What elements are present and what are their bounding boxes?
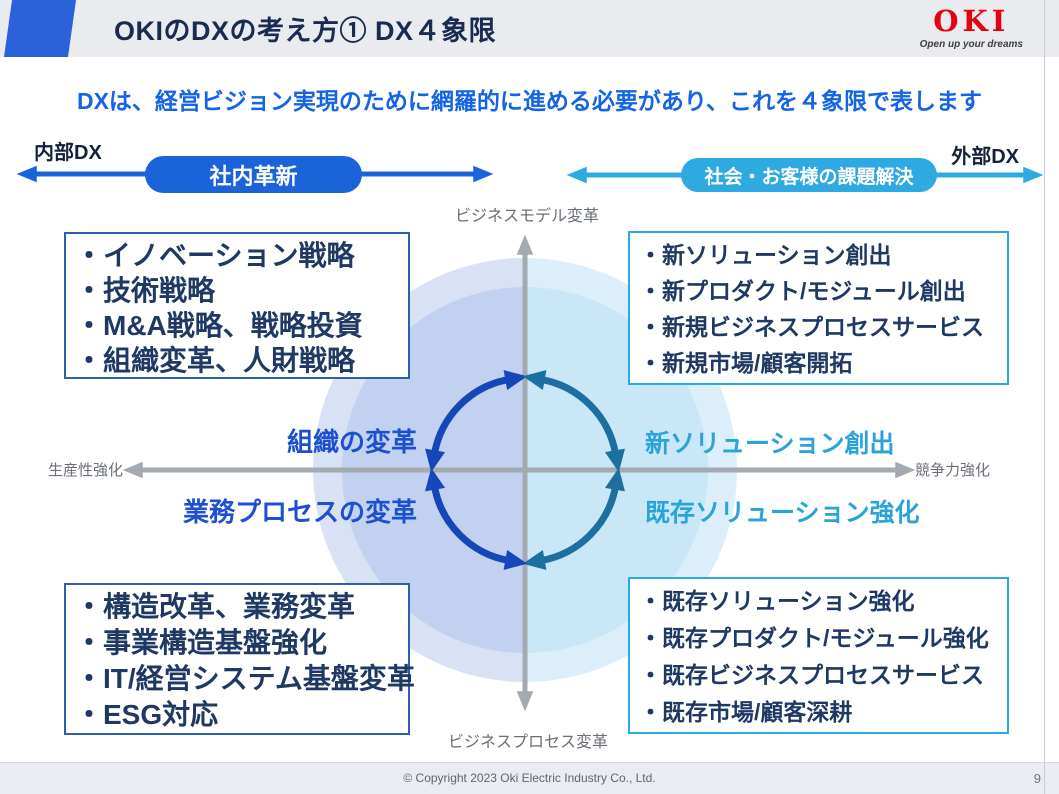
box-item: ・イノベーション戦略 [75, 240, 355, 271]
box-item: ・IT/経営システム基盤変革 [75, 663, 415, 694]
quadrant-label-top-right: 新ソリューション創出 [645, 430, 895, 458]
quadrant-box-top-left: ・イノベーション戦略 ・技術戦略 ・M&A戦略、戦略投資 ・組織変革、人財戦略 [64, 232, 410, 379]
external-dx-label: 外部DX [951, 146, 1019, 168]
slide-right-edge-line [1044, 0, 1045, 794]
slide-subtitle: DXは、経営ビジョン実現のために網羅的に進める必要があり、これを４象限で表します [76, 88, 983, 114]
axis-label-business-model: ビジネスモデル変革 [455, 208, 600, 225]
quadrant-label-bottom-left: 業務プロセスの変革 [182, 497, 417, 527]
box-item: ・既存市場/顧客深耕 [639, 699, 853, 725]
box-item: ・事業構造基盤強化 [75, 627, 328, 658]
box-item: ・既存プロダクト/モジュール強化 [639, 625, 989, 651]
box-item: ・既存ビジネスプロセスサービス [639, 662, 984, 688]
cycle-arc-bottom-left [425, 467, 528, 570]
header: OKIのDXの考え方① DX４象限 OKI Open up your dream… [0, 0, 1059, 57]
quadrant-label-top-left: 組織の変革 [286, 427, 417, 457]
box-item: ・組織変革、人財戦略 [75, 345, 356, 376]
box-item: ・M&A戦略、戦略投資 [75, 310, 363, 341]
oki-logo: OKI Open up your dreams [919, 4, 1023, 51]
copyright-text: © Copyright 2023 Oki Electric Industry C… [403, 771, 656, 785]
box-item: ・ESG対応 [75, 699, 219, 730]
box-item: ・既存ソリューション強化 [639, 588, 915, 614]
quadrant-box-bottom-right: ・既存ソリューション強化 ・既存プロダクト/モジュール強化 ・既存ビジネスプロセ… [628, 577, 1009, 734]
quadrant-label-bottom-right: 既存ソリューション強化 [645, 499, 920, 527]
oki-logo-text: OKI [933, 4, 1010, 38]
box-item: ・新規市場/顧客開拓 [639, 350, 853, 376]
box-item: ・新プロダクト/モジュール創出 [639, 278, 966, 304]
box-item: ・新規ビジネスプロセスサービス [639, 314, 984, 340]
page-title: OKIのDXの考え方① DX４象限 [114, 16, 497, 46]
axis-label-business-process: ビジネスプロセス変革 [448, 734, 609, 751]
header-accent-parallelogram [3, 0, 77, 57]
axis-label-productivity: 生産性強化 [48, 462, 124, 479]
footer: © Copyright 2023 Oki Electric Industry C… [0, 762, 1059, 794]
cycle-arc-bottom-right [522, 467, 625, 570]
box-item: ・技術戦略 [75, 275, 216, 306]
internal-dx-pill: 社内革新 [145, 156, 362, 193]
oki-logo-tagline: Open up your dreams [919, 39, 1023, 50]
quadrant-box-bottom-left: ・構造改革、業務変革 ・事業構造基盤強化 ・IT/経営システム基盤変革 ・ESG… [64, 583, 415, 735]
box-item: ・構造改革、業務変革 [75, 591, 356, 622]
quadrant-box-top-right: ・新ソリューション創出 ・新プロダクト/モジュール創出 ・新規ビジネスプロセスサ… [628, 231, 1009, 385]
cycle-arc-top-right [522, 370, 625, 473]
box-item: ・新ソリューション創出 [639, 242, 892, 268]
external-dx-pill: 社会・お客様の課題解決 [681, 158, 937, 192]
internal-dx-label: 内部DX [34, 142, 102, 164]
axis-label-competitiveness: 競争力強化 [915, 462, 991, 479]
page-number: 9 [1033, 771, 1041, 786]
cycle-arc-top-left [425, 370, 528, 473]
